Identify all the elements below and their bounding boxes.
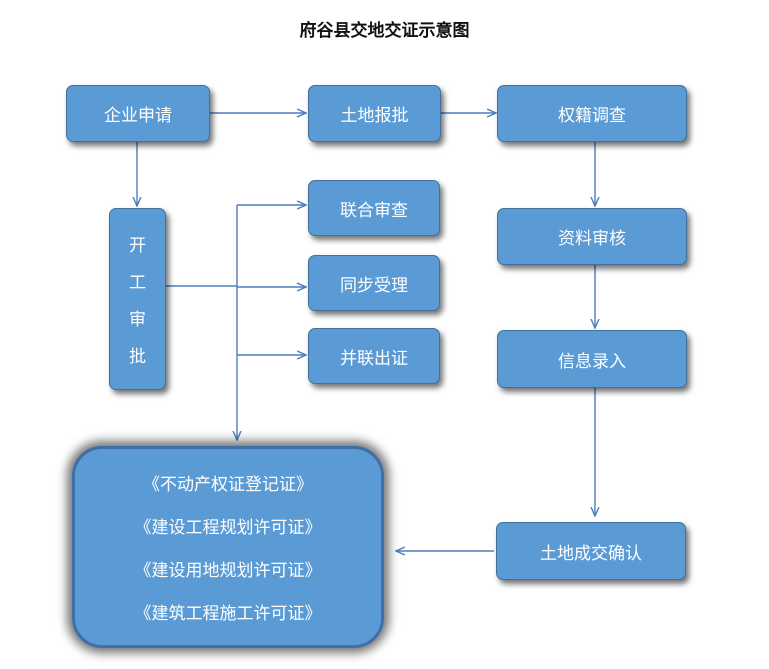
node-enterprise-apply: 企业申请 (66, 85, 210, 142)
node-material-review: 资料审核 (497, 208, 687, 265)
node-ownership-survey: 权籍调查 (497, 85, 687, 142)
certificate-item: 《建筑工程施工许可证》 (134, 604, 322, 624)
approval-char: 工 (129, 273, 146, 293)
node-sync-accept: 同步受理 (308, 255, 440, 311)
certificate-item: 《建设工程规划许可证》 (134, 518, 322, 538)
node-info-entry: 信息录入 (497, 330, 687, 388)
certificate-item: 《不动产权证登记证》 (143, 475, 313, 495)
node-joint-review: 联合审查 (308, 180, 440, 236)
node-construction-approval: 开 工 审 批 (109, 208, 166, 390)
diagram-title: 府谷县交地交证示意图 (299, 21, 470, 41)
node-parallel-issue: 并联出证 (308, 328, 440, 384)
node-certificates: 《不动产权证登记证》 《建设工程规划许可证》 《建设用地规划许可证》 《建筑工程… (72, 446, 384, 648)
certificate-item: 《建设用地规划许可证》 (134, 561, 322, 581)
node-land-report: 土地报批 (308, 85, 441, 142)
approval-char: 开 (129, 236, 146, 256)
node-land-confirm: 土地成交确认 (496, 522, 686, 580)
approval-char: 审 (129, 310, 146, 330)
approval-char: 批 (129, 347, 146, 367)
